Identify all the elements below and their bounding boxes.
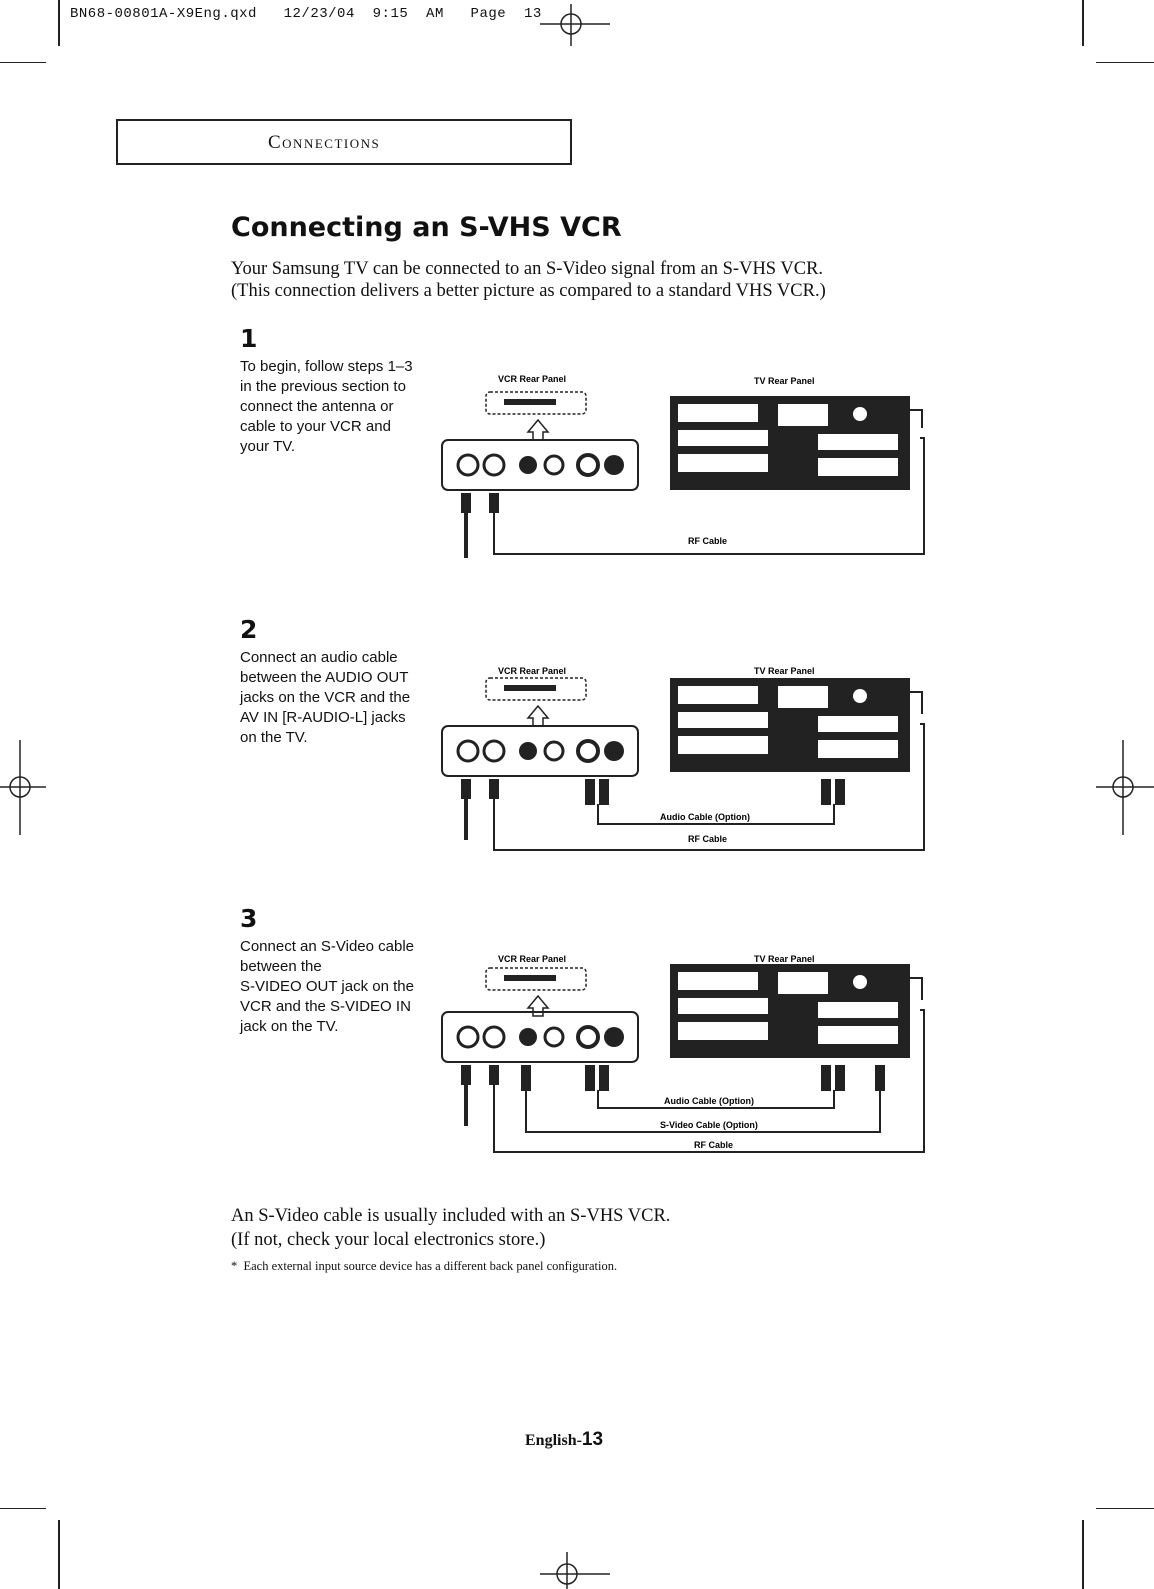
cable-label: S-Video Cable (Option) [660,1120,758,1130]
step-line: VCR and the S-VIDEO IN [240,997,430,1017]
page-number: English-13 [525,1429,603,1451]
step-line: jacks on the VCR and the [240,688,430,708]
intro-line: Your Samsung TV can be connected to an S… [231,258,826,280]
connection-diagram: VCR Rear Panel TV Rear Panel RF Cable [438,368,940,564]
crop-mark [58,0,60,46]
registration-mark-left [0,740,46,835]
cable-label: RF Cable [688,536,727,546]
vcr-panel-label: VCR Rear Panel [498,666,566,676]
print-slug: BN68-00801A-X9Eng.qxd 12/23/04 9:15 AM P… [70,6,542,22]
cable-label: Audio Cable (Option) [664,1096,754,1106]
step-line: Connect an audio cable [240,648,430,668]
vcr-icon [486,678,586,726]
registration-mark-bottom [540,1548,610,1589]
step-line: between the AUDIO OUT [240,668,430,688]
step-text: Connect an audio cable between the AUDIO… [240,648,430,748]
vcr-panel-label: VCR Rear Panel [498,954,566,964]
note-paragraph: An S-Video cable is usually included wit… [231,1204,670,1252]
connection-diagram: VCR Rear Panel TV Rear Panel [438,950,940,1160]
tv-panel-label: TV Rear Panel [754,376,815,386]
cable-label: Audio Cable (Option) [660,812,750,822]
step-line: between the [240,957,430,977]
step-text: Connect an S-Video cable between the S-V… [240,937,430,1037]
vcr-rear-panel [442,1012,638,1062]
registration-mark-top [540,0,610,48]
connection-diagram: VCR Rear Panel TV Rear Panel [438,660,940,856]
page-title: Connecting an S-VHS VCR [231,212,622,243]
step-number: 2 [240,615,257,644]
vcr-icon [486,392,586,440]
tv-rear-panel [670,964,910,1058]
crop-mark [1082,0,1084,46]
step-line: To begin, follow steps 1–3 [240,357,430,377]
step-line: Connect an S-Video cable [240,937,430,957]
page-number-value: 13 [582,1429,603,1450]
vcr-panel-label: VCR Rear Panel [498,374,566,384]
vcr-rear-panel [442,440,638,490]
crop-mark [1096,1508,1154,1509]
tv-panel-label: TV Rear Panel [754,666,815,676]
crop-mark [0,62,46,63]
cable-label: RF Cable [688,834,727,844]
section-header: Connections [116,119,572,165]
step-line: AV IN [R-AUDIO-L] jacks [240,708,430,728]
tv-rear-panel [670,678,910,772]
step-line: in the previous section to [240,377,430,397]
step-line: on the TV. [240,728,430,748]
note-line: An S-Video cable is usually included wit… [231,1204,670,1228]
vcr-rear-panel [442,726,638,776]
crop-mark [58,1520,60,1589]
registration-mark-right [1096,740,1154,835]
intro-line: (This connection delivers a better pictu… [231,280,826,302]
page-number-prefix: English- [525,1432,582,1449]
crop-mark [0,1508,46,1509]
vcr-icon [486,968,586,1016]
tv-rear-panel [670,396,910,490]
step-line: your TV. [240,437,430,457]
note-line: (If not, check your local electronics st… [231,1228,670,1252]
step-number: 3 [240,904,257,933]
footnote: * Each external input source device has … [231,1259,617,1274]
crop-mark [1096,62,1154,63]
step-number: 1 [240,324,257,353]
tv-panel-label: TV Rear Panel [754,954,815,964]
crop-mark [1082,1520,1084,1589]
cable-label: RF Cable [694,1140,733,1150]
section-title: Connections [268,132,380,154]
step-line: S-VIDEO OUT jack on the [240,977,430,997]
step-line: jack on the TV. [240,1017,430,1037]
step-line: cable to your VCR and [240,417,430,437]
step-line: connect the antenna or [240,397,430,417]
step-text: To begin, follow steps 1–3 in the previo… [240,357,430,457]
intro-paragraph: Your Samsung TV can be connected to an S… [231,258,826,302]
